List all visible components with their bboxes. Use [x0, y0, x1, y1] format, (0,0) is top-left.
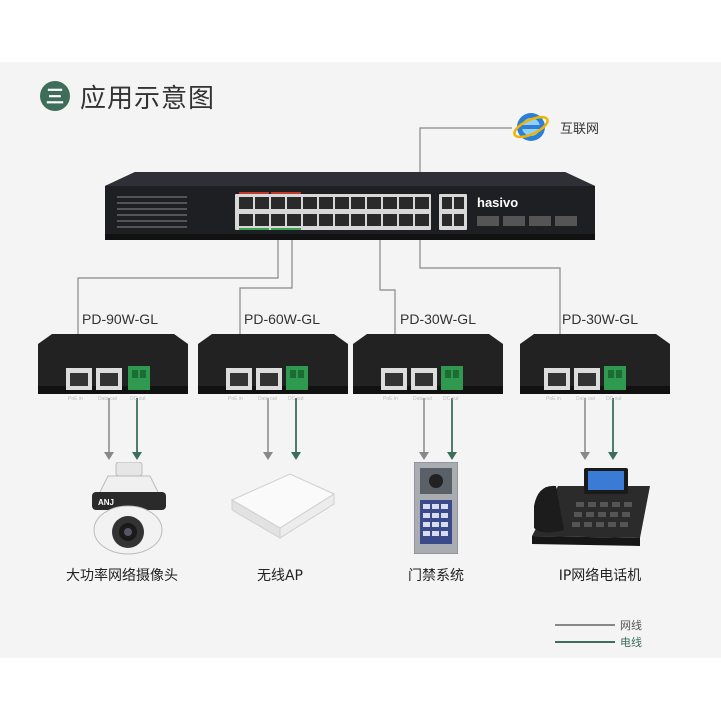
switch-brand: hasivo: [477, 195, 518, 210]
injector-3-model: PD-30W-GL: [400, 311, 476, 327]
legend-network-line: [555, 624, 615, 626]
legend-power-line: [555, 641, 615, 643]
svg-text:Data out: Data out: [258, 396, 278, 402]
svg-text:PoE in: PoE in: [68, 396, 83, 402]
access-control-panel-icon: [414, 462, 458, 554]
internet-explorer-icon: [513, 113, 549, 141]
legend-power-label: 电线: [620, 636, 642, 649]
poe-splitter-1: PoE in Data out DC out: [38, 334, 188, 402]
title-number-badge: 三: [40, 81, 70, 111]
ptz-camera-icon: ANJ: [92, 462, 166, 555]
svg-text:DC out: DC out: [443, 396, 459, 402]
camera-brand: ANJ: [98, 498, 114, 507]
wire-to-injector-2: [239, 236, 293, 334]
injector-2-model: PD-60W-GL: [244, 311, 320, 327]
svg-text:DC out: DC out: [288, 396, 304, 402]
title-text: 应用示意图: [80, 83, 216, 114]
svg-text:Data out: Data out: [98, 396, 118, 402]
svg-text:PoE in: PoE in: [546, 396, 561, 402]
poe-splitter-3: PoE in Data out DC out: [353, 334, 503, 402]
svg-text:DC out: DC out: [606, 396, 622, 402]
device-label-phone: IP网络电话机: [558, 568, 642, 584]
device-label-camera: 大功率网络摄像头: [66, 568, 178, 584]
wire-to-injector-1: [77, 236, 279, 334]
svg-text:PoE in: PoE in: [383, 396, 398, 402]
poe-splitter-4: PoE in Data out DC out: [520, 334, 670, 402]
svg-text:PoE in: PoE in: [228, 396, 243, 402]
svg-text:DC out: DC out: [130, 396, 146, 402]
poe-splitter-2: PoE in Data out DC out: [198, 334, 348, 402]
internet-wire: [419, 127, 561, 334]
internet-node: 互联网: [512, 108, 599, 146]
device-label-access: 门禁系统: [408, 568, 464, 584]
device-label-ap: 无线AP: [256, 568, 304, 584]
svg-text:Data out: Data out: [576, 396, 596, 402]
wireless-ap-icon: [230, 473, 336, 539]
injector-1-model: PD-90W-GL: [82, 311, 158, 327]
section-title: 三 应用示意图: [40, 80, 216, 114]
legend-network-label: 网线: [620, 619, 642, 632]
svg-text:Data out: Data out: [413, 396, 433, 402]
poe-switch: hasivo: [105, 172, 595, 240]
ip-phone-icon: [532, 468, 650, 546]
output-wires: [104, 398, 618, 460]
internet-label: 互联网: [560, 121, 600, 137]
injector-4-model: PD-30W-GL: [562, 311, 638, 327]
wire-to-injector-3: [379, 236, 396, 334]
